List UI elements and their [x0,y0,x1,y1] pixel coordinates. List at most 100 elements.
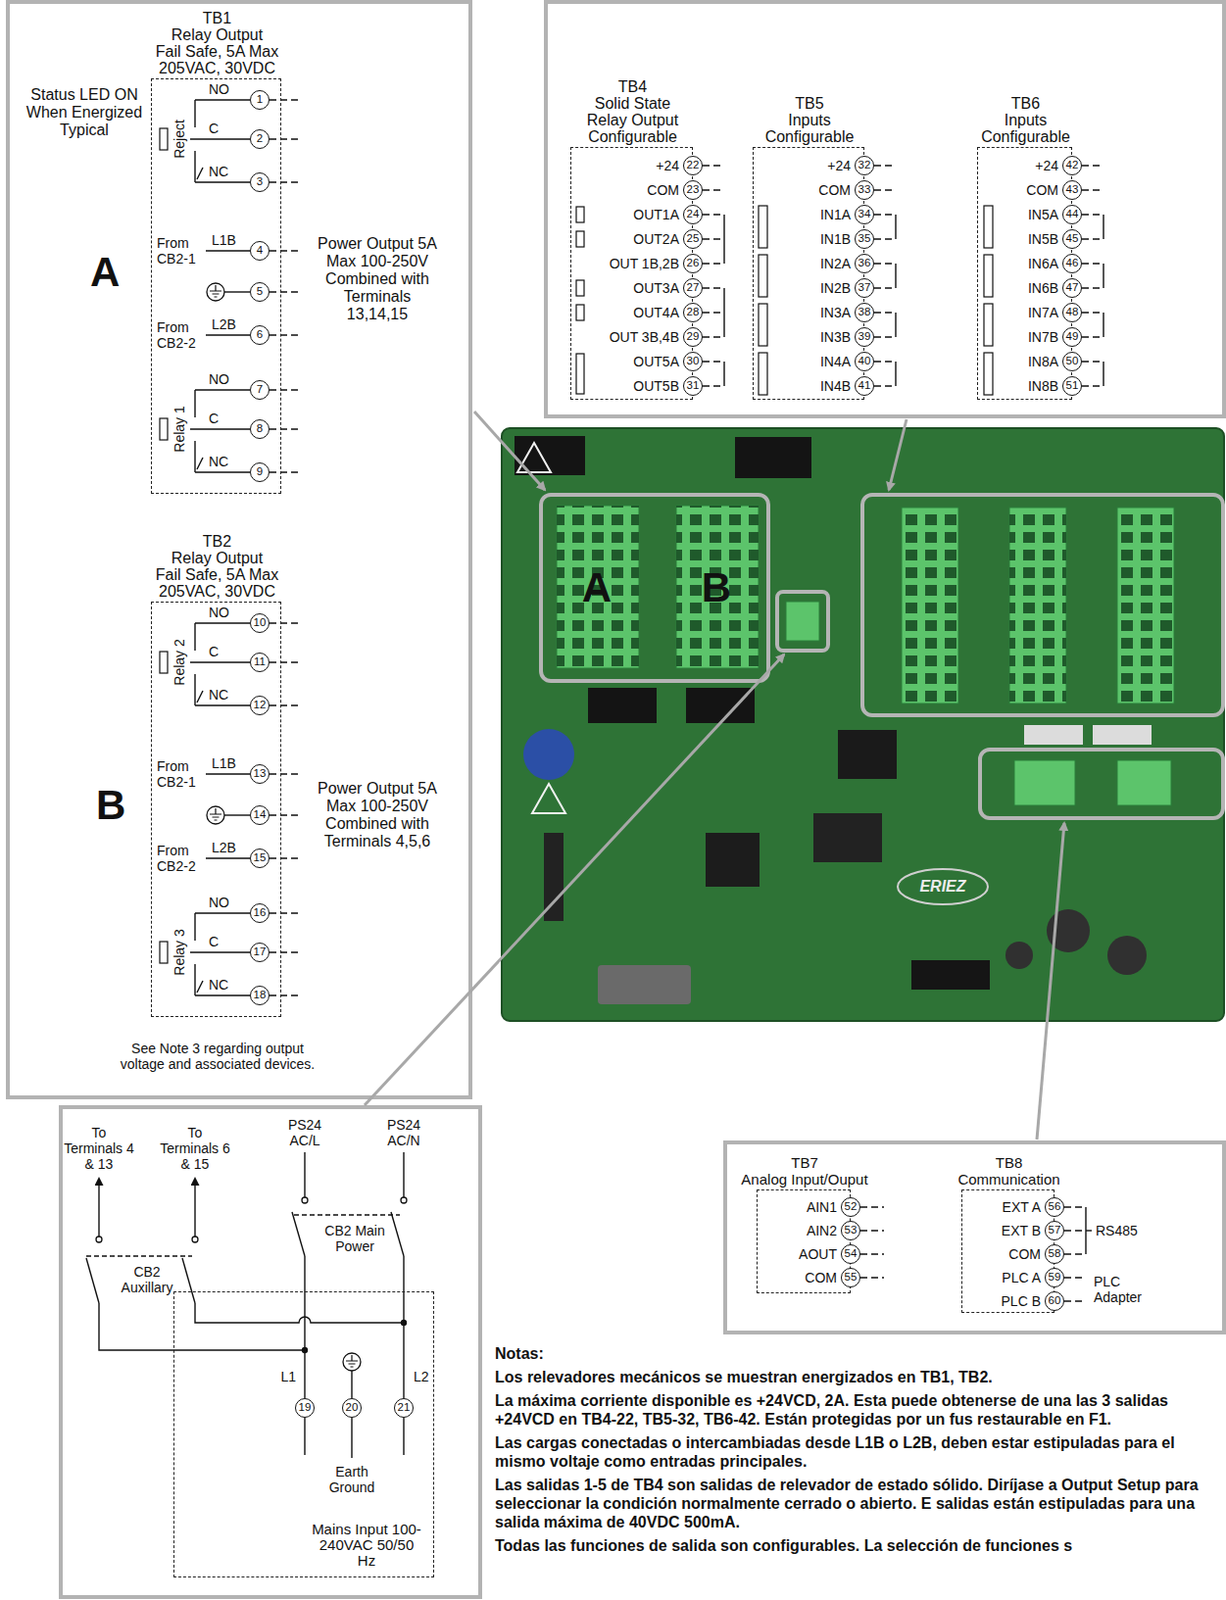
terminal-block [1009,507,1067,704]
wire [190,138,250,140]
block-description: Inputs Configurable [760,111,859,146]
terminal-number: 2 [249,129,270,149]
status-led [983,254,993,297]
wire [196,457,203,470]
switch-blade [292,1212,305,1257]
terminal-lead [860,1253,884,1255]
logo-outline [897,869,988,905]
wire [195,622,250,624]
block-title: TB2 [144,533,292,550]
note-text: Las salidas 1-5 de TB4 son salidas de re… [494,1475,1219,1532]
terminal-number: 55 [840,1268,861,1288]
breaker-label: CB2 Auxillary [112,1264,182,1296]
note-text: Los relevadores mecánicos se muestran en… [494,1368,1219,1387]
pin-label: OUT4A [633,304,680,321]
terminal-lead [1081,311,1104,313]
terminal-number: 57 [1044,1221,1065,1241]
wire [194,99,196,128]
contact-label: NO [208,371,230,388]
terminal-number: 45 [1062,229,1082,249]
status-led [159,418,168,441]
pin-label: IN7B [1028,329,1059,345]
terminal-lead [269,912,299,914]
note-text: See Note 3 regarding output voltage and … [109,1040,326,1073]
leader-arrow [474,411,545,491]
wire [196,690,203,703]
node-heading: TB8Communication [950,1154,1069,1188]
terminal-lead [702,189,725,191]
contact-label: C [208,120,219,137]
contact-label: NC [208,163,229,180]
terminal-lead [874,213,896,215]
wire [195,912,250,914]
ribbon-header [911,960,990,990]
wire [224,291,250,293]
terminal-lead [1064,1206,1086,1208]
wire [402,1256,404,1399]
terminal-number: 60 [1044,1291,1065,1312]
block-title: TB7 [735,1154,874,1172]
block-description: Relay Output [144,26,292,44]
wire [303,1418,305,1456]
status-led [159,128,168,150]
terminal-lead [874,336,896,338]
terminal-number: 17 [249,942,270,963]
status-led [576,353,585,394]
terminal-lead [269,249,299,251]
junction-dot [400,1320,407,1326]
relay-component [588,687,657,724]
pin-label: EXT B [1001,1223,1041,1239]
terminal-lead [1064,1253,1086,1255]
block-title: TB8 [950,1154,1069,1172]
pin-label: COM [1008,1246,1041,1263]
pin-label: OUT3A [633,280,680,296]
status-led [576,231,585,247]
bracket-line [1102,361,1104,387]
supply-label: PS24 AC/L [280,1117,330,1149]
wire [194,150,196,183]
terminal-block [556,505,639,669]
terminal-lead [269,389,299,391]
relay-name: Reject [171,119,188,159]
supply-label: PS24 AC/N [379,1117,429,1149]
terminal-number: 54 [840,1244,861,1265]
pin-label: IN7A [1028,304,1059,321]
wire [195,98,250,100]
pin-label: +24 [827,157,851,174]
terminal-number: 22 [683,155,703,176]
switch-blade [182,1258,196,1304]
callout-panel [725,1142,1225,1333]
wire [205,857,250,859]
pin-label: IN6A [1028,255,1059,272]
terminal-lead [269,994,299,996]
switch-contact [192,1236,198,1243]
pin-label: OUT1A [633,206,680,223]
terminal-number: 21 [393,1398,414,1419]
terminal-lead [1081,262,1104,264]
wire [195,471,250,473]
terminal-number: 34 [854,204,875,225]
terminal-number: 53 [840,1221,861,1241]
leader-arrow [888,419,907,491]
terminal-lead [874,189,896,191]
block-description: Inputs Configurable [977,111,1076,146]
section-letter: B [96,784,126,828]
note-text: Status LED ON When Energized Typical [21,86,148,140]
wire [205,773,250,775]
terminal-lead [874,385,896,387]
terminal-lead [874,311,896,313]
wire [205,334,250,336]
source-label: From CB2-1 [156,758,202,790]
ground-symbol [345,1355,358,1368]
bracket-line [723,361,725,387]
relay-name: Relay 2 [171,638,188,686]
callout-panel [60,1107,481,1598]
pin-label: IN2A [820,255,851,272]
pin-label: IN3B [820,329,851,345]
block-description: Mains Input 100-240VAC 50/50 Hz [311,1521,422,1570]
bracket-line [1102,263,1104,289]
wire [196,980,203,993]
contact-label: C [208,643,219,660]
wire [190,951,250,953]
contact-label: NC [208,977,229,993]
